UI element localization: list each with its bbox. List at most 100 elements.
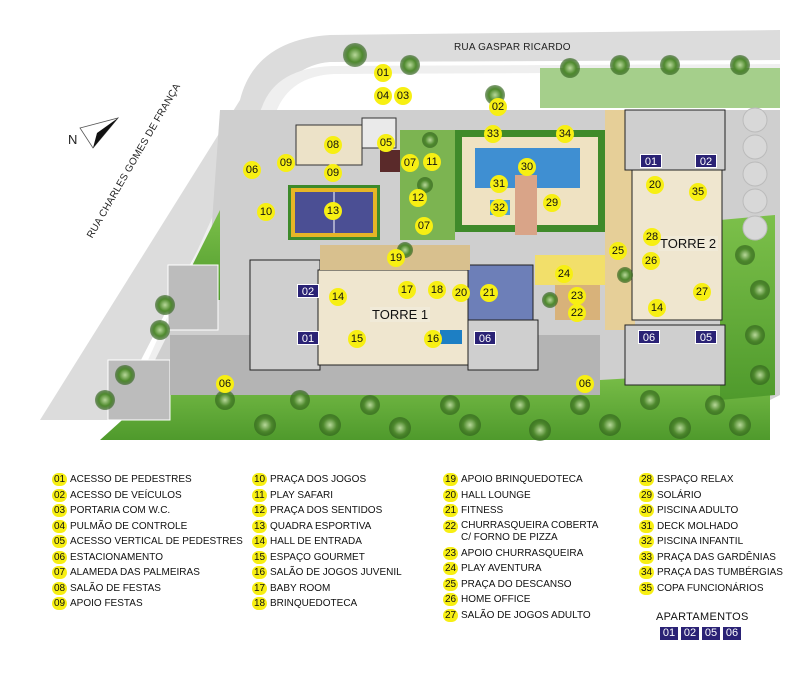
- legend-label: APOIO CHURRASQUEIRA: [461, 547, 584, 559]
- apartment-legend-badge-01: 01: [660, 627, 678, 640]
- apartment-legend-badge-06: 06: [723, 627, 741, 640]
- legend-number-badge: 14: [252, 535, 267, 548]
- map-marker-31: 31: [490, 175, 508, 193]
- legend-number-badge: 33: [639, 550, 654, 564]
- map-marker-28: 28: [643, 228, 661, 246]
- apartment-marker-01: 01: [297, 331, 319, 345]
- map-marker-07: 07: [401, 154, 419, 172]
- legend-label: PRAÇA DAS TUMBÉRGIAS: [657, 567, 783, 578]
- map-marker-06: 06: [576, 375, 594, 393]
- legend-number-badge: 27: [443, 608, 458, 622]
- apartment-legend-badge-05: 05: [702, 627, 720, 640]
- legend-label: SOLÁRIO: [657, 489, 702, 501]
- map-marker-20: 20: [452, 284, 470, 302]
- legend-number-badge: 21: [443, 504, 458, 517]
- compass-north-label: N: [68, 132, 78, 147]
- legend-number-badge: 07: [52, 566, 67, 579]
- map-marker-05: 05: [377, 134, 395, 152]
- legend-number-badge: 15: [252, 550, 267, 564]
- apartment-marker-01: 01: [640, 154, 662, 168]
- legend-label: FITNESS: [461, 505, 504, 516]
- map-marker-11: 11: [423, 153, 441, 171]
- legend-label: PRAÇA DOS SENTIDOS: [270, 505, 383, 516]
- compass-arrow-icon: [79, 117, 120, 149]
- map-marker-26: 26: [642, 252, 660, 270]
- legend-label: ALAMEDA DAS PALMEIRAS: [70, 567, 200, 578]
- tower-2-label: TORRE 2: [658, 236, 719, 251]
- legend-number-badge: 20: [443, 488, 458, 502]
- legend-number-badge: 29: [639, 488, 654, 502]
- legend-number-badge: 08: [52, 581, 67, 595]
- map-marker-16: 16: [424, 330, 442, 348]
- legend-label: ESTACIONAMENTO: [70, 551, 163, 563]
- legend-number-badge: 09: [52, 597, 67, 610]
- legend-label: ESPAÇO GOURMET: [270, 551, 365, 563]
- map-marker-06: 06: [216, 375, 234, 393]
- map-marker-07: 07: [415, 217, 433, 235]
- map-marker-04: 04: [374, 87, 392, 105]
- legend-number-badge: 01: [52, 473, 67, 486]
- map-marker-13: 13: [324, 202, 342, 220]
- map-marker-33: 33: [484, 125, 502, 143]
- apartment-legend-badge-02: 02: [681, 627, 699, 640]
- map-marker-09: 09: [277, 154, 295, 172]
- map-marker-01: 01: [374, 64, 392, 82]
- legend-label: COPA FUNCIONÁRIOS: [657, 582, 764, 594]
- legend-label: PISCINA INFANTIL: [657, 536, 744, 547]
- legend-label: ACESSO VERTICAL DE PEDESTRES: [70, 536, 243, 547]
- legend-label: PRAÇA DO DESCANSO: [461, 578, 572, 590]
- map-marker-15: 15: [348, 330, 366, 348]
- legend-label: HALL LOUNGE: [461, 489, 531, 501]
- legend-number-badge: 03: [52, 504, 67, 517]
- legend-number-badge: 30: [639, 504, 654, 517]
- map-marker-29: 29: [543, 194, 561, 212]
- legend-number-badge: 16: [252, 566, 267, 579]
- map-marker-20: 20: [646, 176, 664, 194]
- legend-label: PRAÇA DAS GARDÊNIAS: [657, 551, 776, 563]
- legend-label: ESPAÇO RELAX: [657, 474, 734, 485]
- legend-label: SALÃO DE JOGOS JUVENIL: [270, 567, 402, 578]
- apartment-marker-05: 05: [695, 330, 717, 344]
- legend-label: QUADRA ESPORTIVA: [270, 520, 372, 532]
- legend-number-badge: 26: [443, 593, 458, 606]
- legend-number-badge: 05: [52, 535, 67, 548]
- legend-label: APOIO FESTAS: [70, 598, 143, 609]
- site-plan-drawing: [40, 30, 780, 441]
- legend-label: HOME OFFICE: [461, 594, 531, 605]
- map-marker-30: 30: [518, 158, 536, 176]
- legend-number-badge: 34: [639, 566, 654, 579]
- street-label-north: RUA GASPAR RICARDO: [454, 42, 571, 53]
- legend-number-badge: 31: [639, 519, 654, 533]
- legend-label: BRINQUEDOTECA: [270, 598, 358, 609]
- map-marker-23: 23: [568, 287, 586, 305]
- legend-label: PULMÃO DE CONTROLE: [70, 520, 188, 532]
